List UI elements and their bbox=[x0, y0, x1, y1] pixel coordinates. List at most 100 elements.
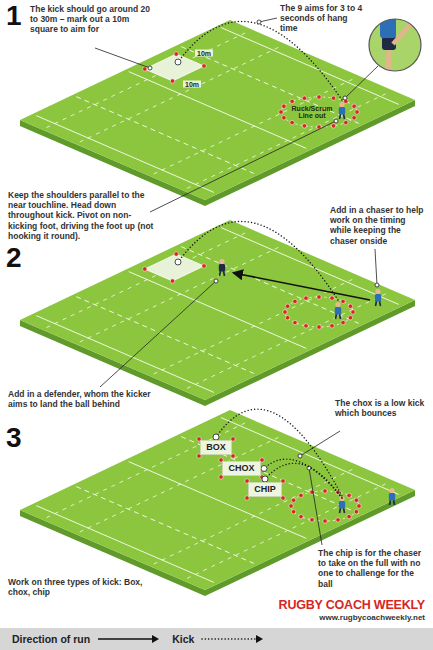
cone bbox=[330, 296, 334, 300]
kick-trajectory bbox=[178, 221, 338, 300]
cone bbox=[331, 124, 335, 128]
area-label: Ruck/Scrum Line out bbox=[289, 105, 335, 120]
target-area bbox=[145, 254, 204, 281]
kick-target-zone: BOX bbox=[200, 440, 232, 455]
zone-label: CHIP bbox=[254, 485, 276, 495]
coaching-note: Add in a defender, whom the kicker aims … bbox=[8, 389, 153, 409]
cone bbox=[317, 325, 321, 329]
kick-trajectory bbox=[216, 409, 342, 496]
cone bbox=[302, 96, 306, 100]
brand-logo: RUGBY COACH WEEKLY bbox=[279, 599, 425, 612]
cone bbox=[347, 493, 351, 497]
pitch-line bbox=[187, 292, 389, 388]
cone bbox=[352, 104, 356, 108]
cone bbox=[290, 99, 294, 103]
ball-landing bbox=[175, 59, 181, 65]
cone bbox=[299, 514, 303, 518]
cone bbox=[282, 116, 286, 120]
run-arrow bbox=[234, 273, 370, 300]
cone bbox=[289, 504, 293, 508]
coaching-note: The 9 aims for 3 to 4 seconds of hang ti… bbox=[280, 3, 364, 34]
cone bbox=[291, 510, 295, 514]
shirt bbox=[380, 14, 396, 38]
cone bbox=[202, 64, 206, 68]
pitch-line bbox=[46, 422, 248, 518]
leader-line bbox=[345, 66, 378, 98]
pitch-line bbox=[181, 247, 359, 324]
coaching-note: Work on three types of kick: Box, chox, … bbox=[8, 577, 148, 597]
cone bbox=[170, 279, 174, 283]
cone bbox=[299, 493, 303, 497]
legend-sample bbox=[96, 633, 162, 645]
pitch-line bbox=[154, 278, 356, 374]
kick-trajectory bbox=[178, 21, 342, 100]
cone bbox=[341, 320, 345, 324]
leader-line bbox=[309, 468, 322, 545]
cone bbox=[285, 304, 289, 308]
cone bbox=[310, 518, 314, 522]
target-square bbox=[143, 252, 207, 283]
leader-dot bbox=[298, 454, 302, 458]
cone bbox=[347, 514, 351, 518]
legend-bar: Direction of runKick bbox=[0, 628, 433, 650]
pitch-line bbox=[46, 32, 248, 128]
leader-line bbox=[375, 249, 377, 285]
brand-url: www.rugbycoachweekly.net bbox=[319, 614, 425, 622]
player-head bbox=[375, 289, 380, 294]
coaching-note: Keep the shoulders parallel to the near … bbox=[8, 190, 158, 241]
cone bbox=[354, 510, 358, 514]
pitch bbox=[20, 220, 415, 406]
panel-number: 3 bbox=[6, 424, 22, 452]
player bbox=[339, 102, 345, 119]
leader-dot bbox=[343, 96, 347, 100]
player-leg bbox=[380, 301, 381, 306]
zone-cones bbox=[219, 458, 264, 479]
cone bbox=[170, 79, 174, 83]
player-body bbox=[339, 501, 345, 509]
player-leg bbox=[340, 508, 341, 513]
legend-item: Kick bbox=[172, 633, 266, 645]
pitch-line bbox=[181, 437, 359, 514]
cone bbox=[302, 124, 306, 128]
cone bbox=[143, 267, 147, 271]
leader-dot bbox=[214, 279, 218, 283]
cone bbox=[341, 299, 345, 303]
cone bbox=[348, 304, 352, 308]
zone-label: BOX bbox=[206, 443, 226, 453]
pitch-surface bbox=[20, 220, 415, 400]
cone bbox=[293, 320, 297, 324]
cone bbox=[317, 95, 321, 99]
pitch-line bbox=[36, 116, 214, 193]
kick-target-zone: CHIP bbox=[248, 482, 282, 497]
legend-arrowhead bbox=[152, 635, 159, 643]
player-leg bbox=[344, 508, 345, 513]
legend-text: Kick bbox=[172, 633, 194, 645]
distance-label: 10m bbox=[195, 50, 213, 57]
pitch-line bbox=[76, 97, 254, 174]
leader-dot bbox=[148, 66, 152, 70]
panel-number: 1 bbox=[6, 2, 22, 30]
cone bbox=[304, 296, 308, 300]
pitch-line bbox=[36, 316, 214, 393]
cone bbox=[291, 498, 295, 502]
leader-lines bbox=[95, 18, 379, 545]
pitch-line bbox=[36, 506, 214, 583]
legend-sample bbox=[200, 633, 266, 645]
leader-line bbox=[100, 281, 216, 387]
player-leg bbox=[340, 314, 341, 319]
pitch-line bbox=[181, 47, 359, 124]
cone bbox=[351, 310, 355, 314]
player bbox=[335, 302, 341, 319]
cone bbox=[317, 295, 321, 299]
legend-line bbox=[98, 638, 152, 640]
zone-label: CHOX bbox=[228, 464, 254, 474]
player-leg bbox=[344, 114, 345, 119]
cone bbox=[143, 67, 147, 71]
cone bbox=[354, 498, 358, 502]
pitch-line bbox=[80, 246, 282, 342]
player-leg bbox=[390, 500, 391, 505]
leader-line bbox=[150, 121, 336, 212]
kicker-closeup bbox=[369, 14, 421, 74]
cone bbox=[293, 299, 297, 303]
